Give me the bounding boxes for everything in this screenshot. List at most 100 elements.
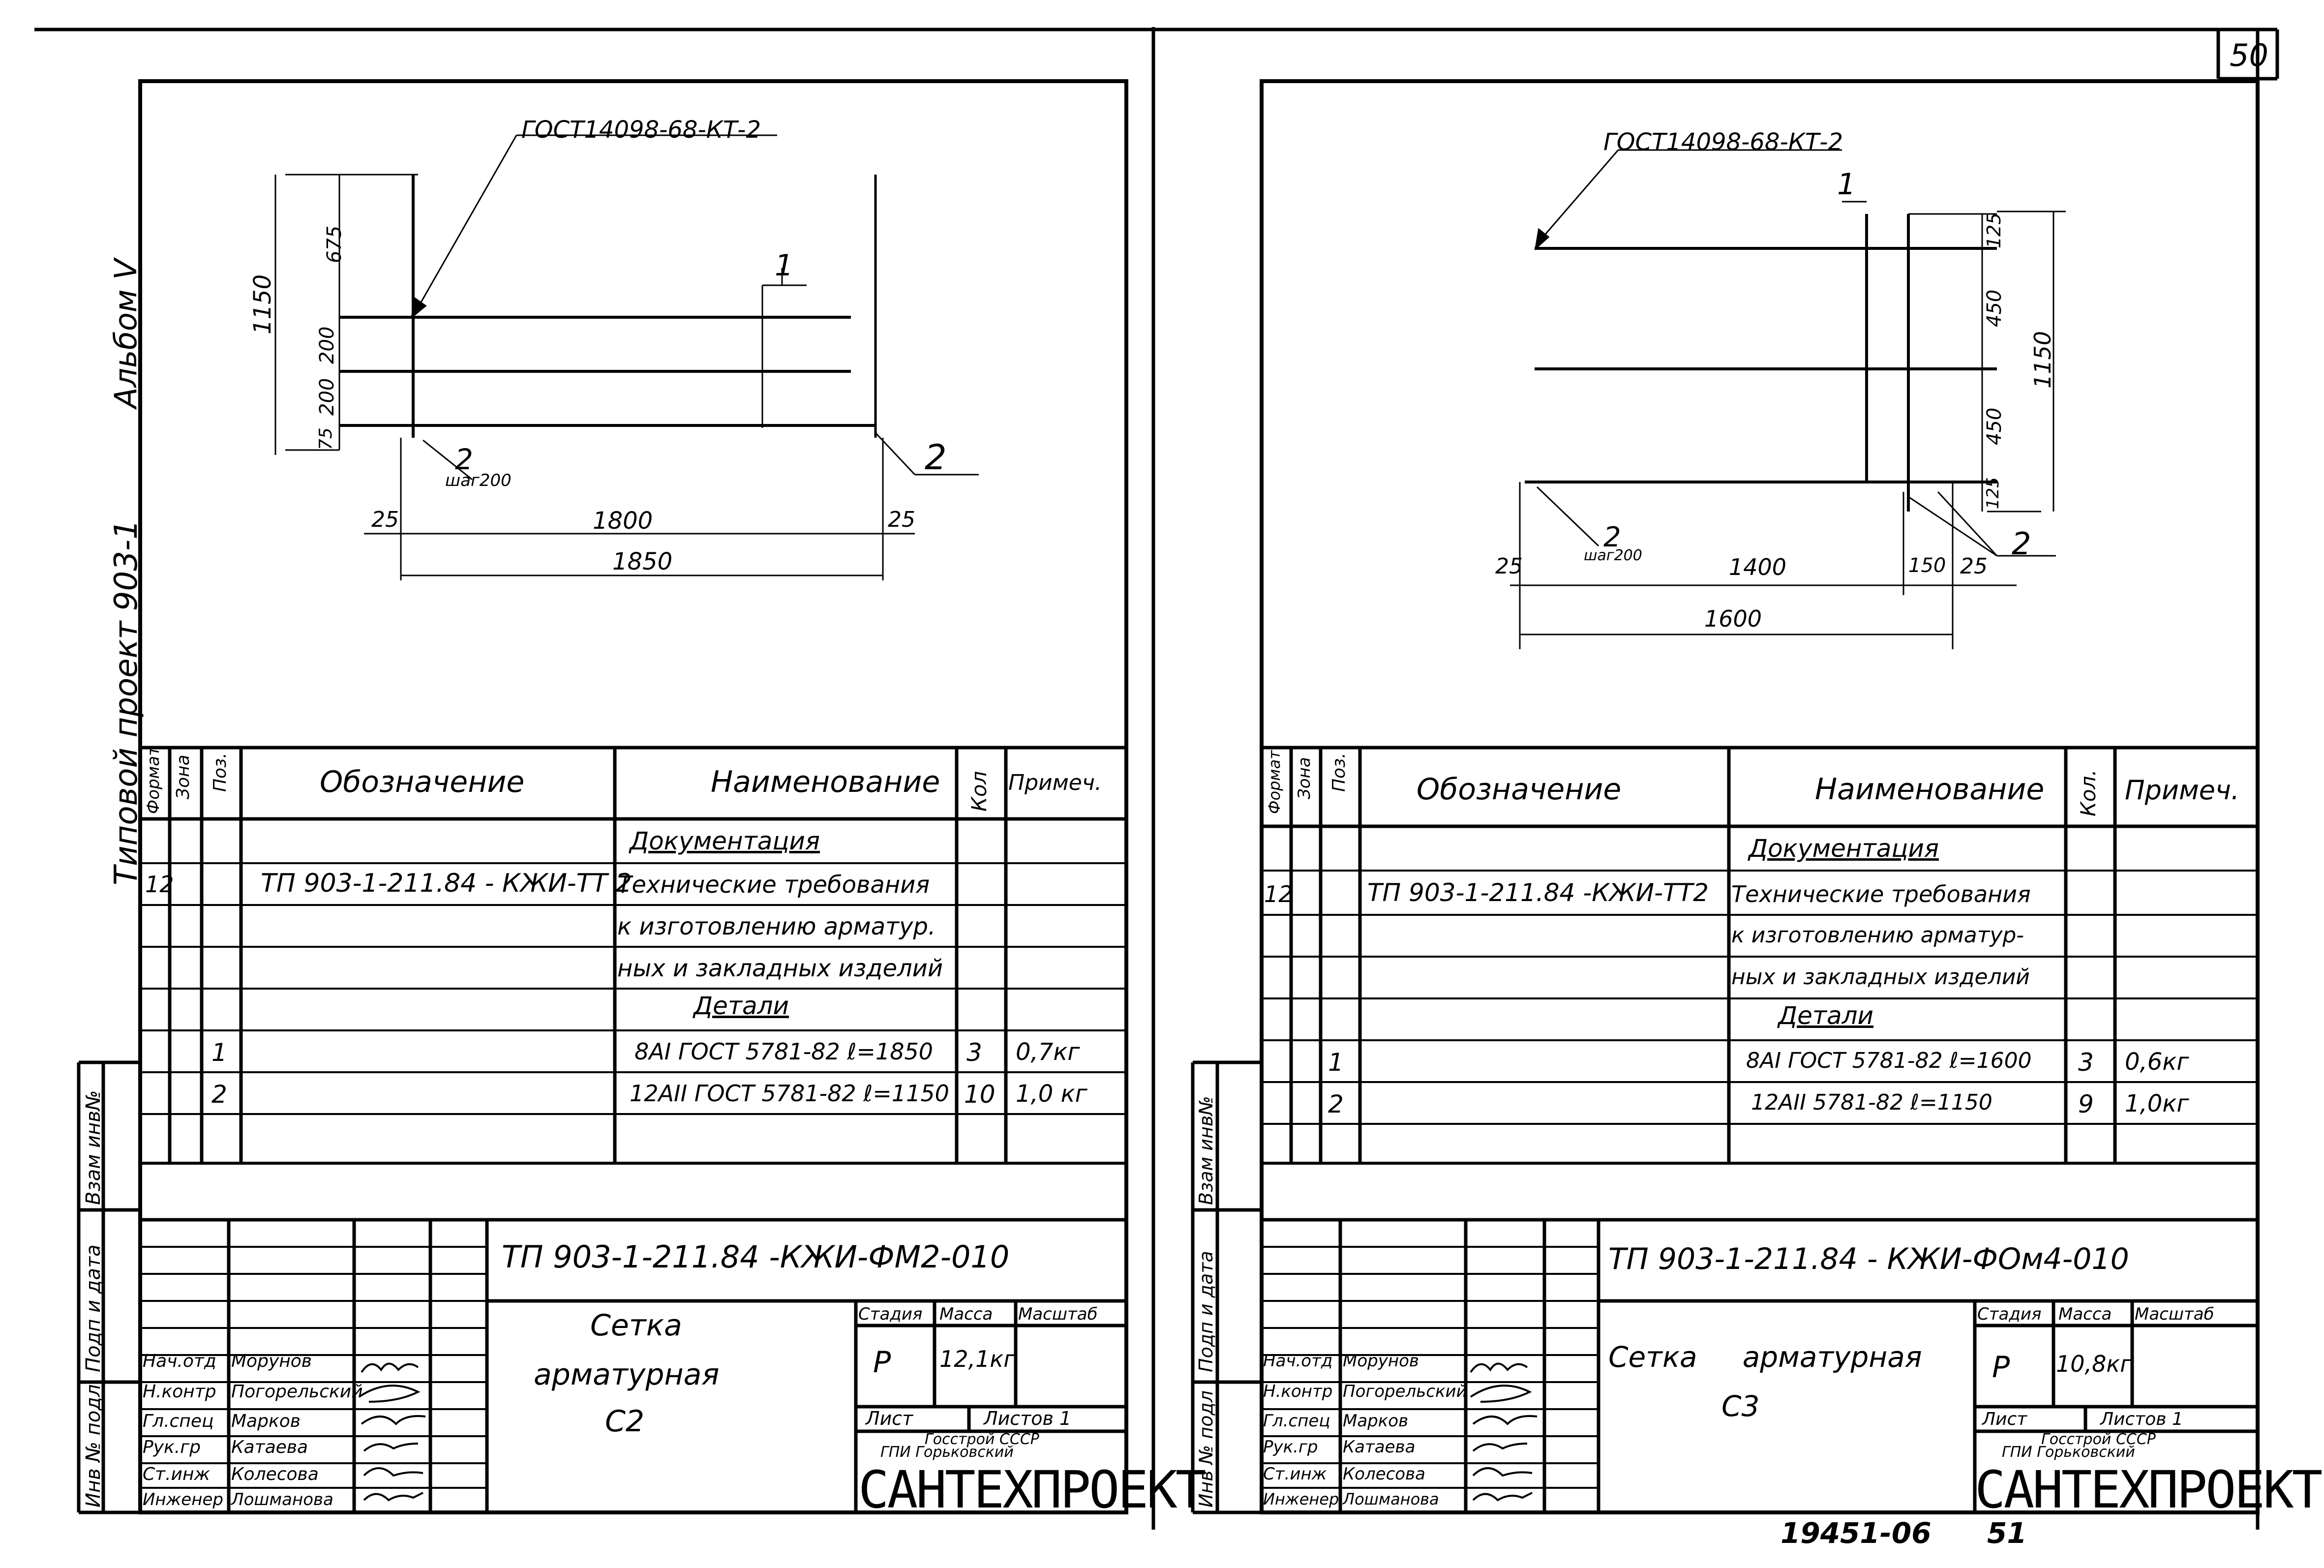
person-1: Морунов — [231, 1351, 312, 1371]
row-1-note-right: 0,6кг — [2125, 1048, 2189, 1076]
col-designation: Обозначение — [320, 765, 525, 799]
row-1-pos: 1 — [211, 1038, 227, 1067]
row-1-note: 0,7кг — [1016, 1038, 1080, 1066]
doc-name-line-1-right: Технические требования — [1731, 881, 2031, 907]
stage-value-right: Р — [1992, 1350, 2010, 1385]
role-2: Н.контр — [143, 1382, 216, 1402]
position-2-label-right: 2 — [925, 437, 947, 478]
section-documentation-right: Документация — [1749, 834, 1939, 863]
role-2-right: Н.контр — [1263, 1382, 1333, 1401]
row-2-note-right: 1,0кг — [2125, 1090, 2189, 1117]
role-4: Рук.гр — [143, 1437, 201, 1457]
doc-name-line-2-right: к изготовлению арматур- — [1731, 923, 2024, 948]
row-2-name-right: 12АII 5781-82 ℓ=1150 — [1751, 1090, 1992, 1115]
role-6-right: Инженер — [1263, 1490, 1339, 1508]
signature-5 — [363, 1467, 423, 1477]
dim-1850: 1850 — [612, 548, 673, 575]
sheets-label: Листов 1 — [984, 1408, 1072, 1429]
step-note: шаг200 — [445, 471, 512, 490]
sheets-label-right: Листов 1 — [2100, 1409, 2183, 1429]
dim-25-right-right: 25 — [1960, 554, 1988, 579]
archive-page: 51 — [1987, 1516, 2027, 1550]
mass-value-right: 10,8кг — [2056, 1351, 2132, 1377]
archive-code: 19451-06 — [1781, 1516, 1932, 1550]
row-2-qty-right: 9 — [2078, 1090, 2094, 1118]
mass-header-right: Масса — [2058, 1304, 2112, 1324]
row-2-pos-right: 2 — [1328, 1090, 1344, 1118]
person-6-right: Лошманова — [1343, 1490, 1439, 1508]
sheet-label: Лист — [866, 1408, 913, 1429]
stage-header-right: Стадия — [1977, 1304, 2042, 1324]
signature-3-right — [1472, 1415, 1538, 1425]
position-2-label: 2 — [455, 443, 473, 476]
position-1-label-right: 1 — [1837, 167, 1856, 202]
drawing-code: ТП 903-1-211.84 -КЖИ-ФМ2-010 — [502, 1239, 1010, 1275]
doc-name-line-2: к изготовлению арматур. — [617, 913, 936, 940]
row-2-name: 12АII ГОСТ 5781-82 ℓ=1150 — [630, 1080, 949, 1107]
signature-1-right — [1470, 1362, 1528, 1373]
signature-6 — [363, 1492, 423, 1502]
role-5-right: Ст.инж — [1263, 1464, 1327, 1484]
mass-value: 12,1кг — [939, 1346, 1016, 1372]
title-name-1: Сетка — [590, 1308, 682, 1343]
dim-25-left-right: 25 — [1495, 554, 1523, 579]
section-documentation: Документация — [630, 827, 820, 855]
title-name-right: Сетка арматурная — [1608, 1340, 1922, 1374]
person-3: Марков — [231, 1411, 301, 1431]
signature-6-right — [1472, 1492, 1533, 1502]
doc-designation: ТП 903-1-211.84 - КЖИ-ТТ 2 — [261, 869, 632, 898]
step-note-right: шаг200 — [1584, 547, 1642, 564]
scale-header-right: Масштаб — [2135, 1304, 2214, 1324]
col-note-right: Примеч. — [2125, 775, 2240, 806]
row-1-qty: 3 — [966, 1038, 982, 1067]
signature-1 — [361, 1362, 419, 1373]
person-1-right: Морунов — [1343, 1351, 1419, 1371]
section-details-right: Детали — [1778, 1001, 1874, 1030]
signature-4 — [363, 1443, 419, 1452]
dim-150: 150 — [1908, 554, 1946, 577]
row-1-name: 8АI ГОСТ 5781-82 ℓ=1850 — [634, 1038, 934, 1065]
role-3-right: Гл.спец — [1263, 1411, 1330, 1431]
title-name-3: С2 — [605, 1404, 645, 1439]
row-2-pos: 2 — [211, 1080, 227, 1109]
stage-value: Р — [873, 1345, 891, 1380]
doc-name-line-1: Технические требования — [617, 871, 930, 899]
sheet-label-right: Лист — [1982, 1409, 2027, 1429]
person-2: Погорельский — [231, 1382, 363, 1402]
row-1-qty-right: 3 — [2078, 1048, 2094, 1077]
position-1-label: 1 — [775, 248, 794, 283]
signature-2-right — [1470, 1385, 1532, 1403]
role-1: Нач.отд — [143, 1351, 216, 1371]
role-3: Гл.спец — [143, 1411, 214, 1431]
drawing-code-right: ТП 903-1-211.84 - КЖИ-ФОм4-010 — [1608, 1242, 2129, 1276]
role-6: Инженер — [143, 1490, 223, 1509]
dim-1400: 1400 — [1729, 554, 1787, 580]
signature-2 — [358, 1385, 421, 1403]
org-logo-text: САНТЕХПРОЕКТ — [858, 1460, 1206, 1520]
person-5: Колесова — [231, 1464, 319, 1484]
gost-label: ГОСТ14098-68-КТ-2 — [521, 116, 761, 144]
org-line-1: Госстрой СССР — [925, 1431, 1039, 1448]
page-number: 50 — [2230, 37, 2268, 73]
org-logo-text-right: САНТЕХПРОЕКТ — [1975, 1460, 2323, 1520]
col-name-right: Наименование — [1815, 772, 2045, 807]
gost-label-right: ГОСТ14098-68-КТ-2 — [1603, 128, 1843, 156]
signature-5-right — [1472, 1467, 1533, 1477]
title-name-2: арматурная — [534, 1357, 720, 1392]
dim-1800: 1800 — [593, 507, 653, 535]
role-4-right: Рук.гр — [1263, 1437, 1318, 1457]
dim-25-right: 25 — [888, 507, 915, 532]
person-6: Лошманова — [231, 1490, 333, 1509]
dim-25-left: 25 — [371, 507, 399, 532]
doc-name-line-3-right: ных и закладных изделий — [1731, 965, 2030, 990]
row-2-note: 1,0 кг — [1016, 1080, 1087, 1108]
row-1-name-right: 8АI ГОСТ 5781-82 ℓ=1600 — [1746, 1048, 2032, 1073]
doc-name-line-3: ных и закладных изделий — [617, 955, 943, 982]
person-5-right: Колесова — [1343, 1464, 1425, 1484]
doc-format: 12 — [145, 871, 174, 898]
scale-header: Масштаб — [1018, 1304, 1098, 1324]
org-line-1-right: Госстрой СССР — [2041, 1431, 2156, 1448]
